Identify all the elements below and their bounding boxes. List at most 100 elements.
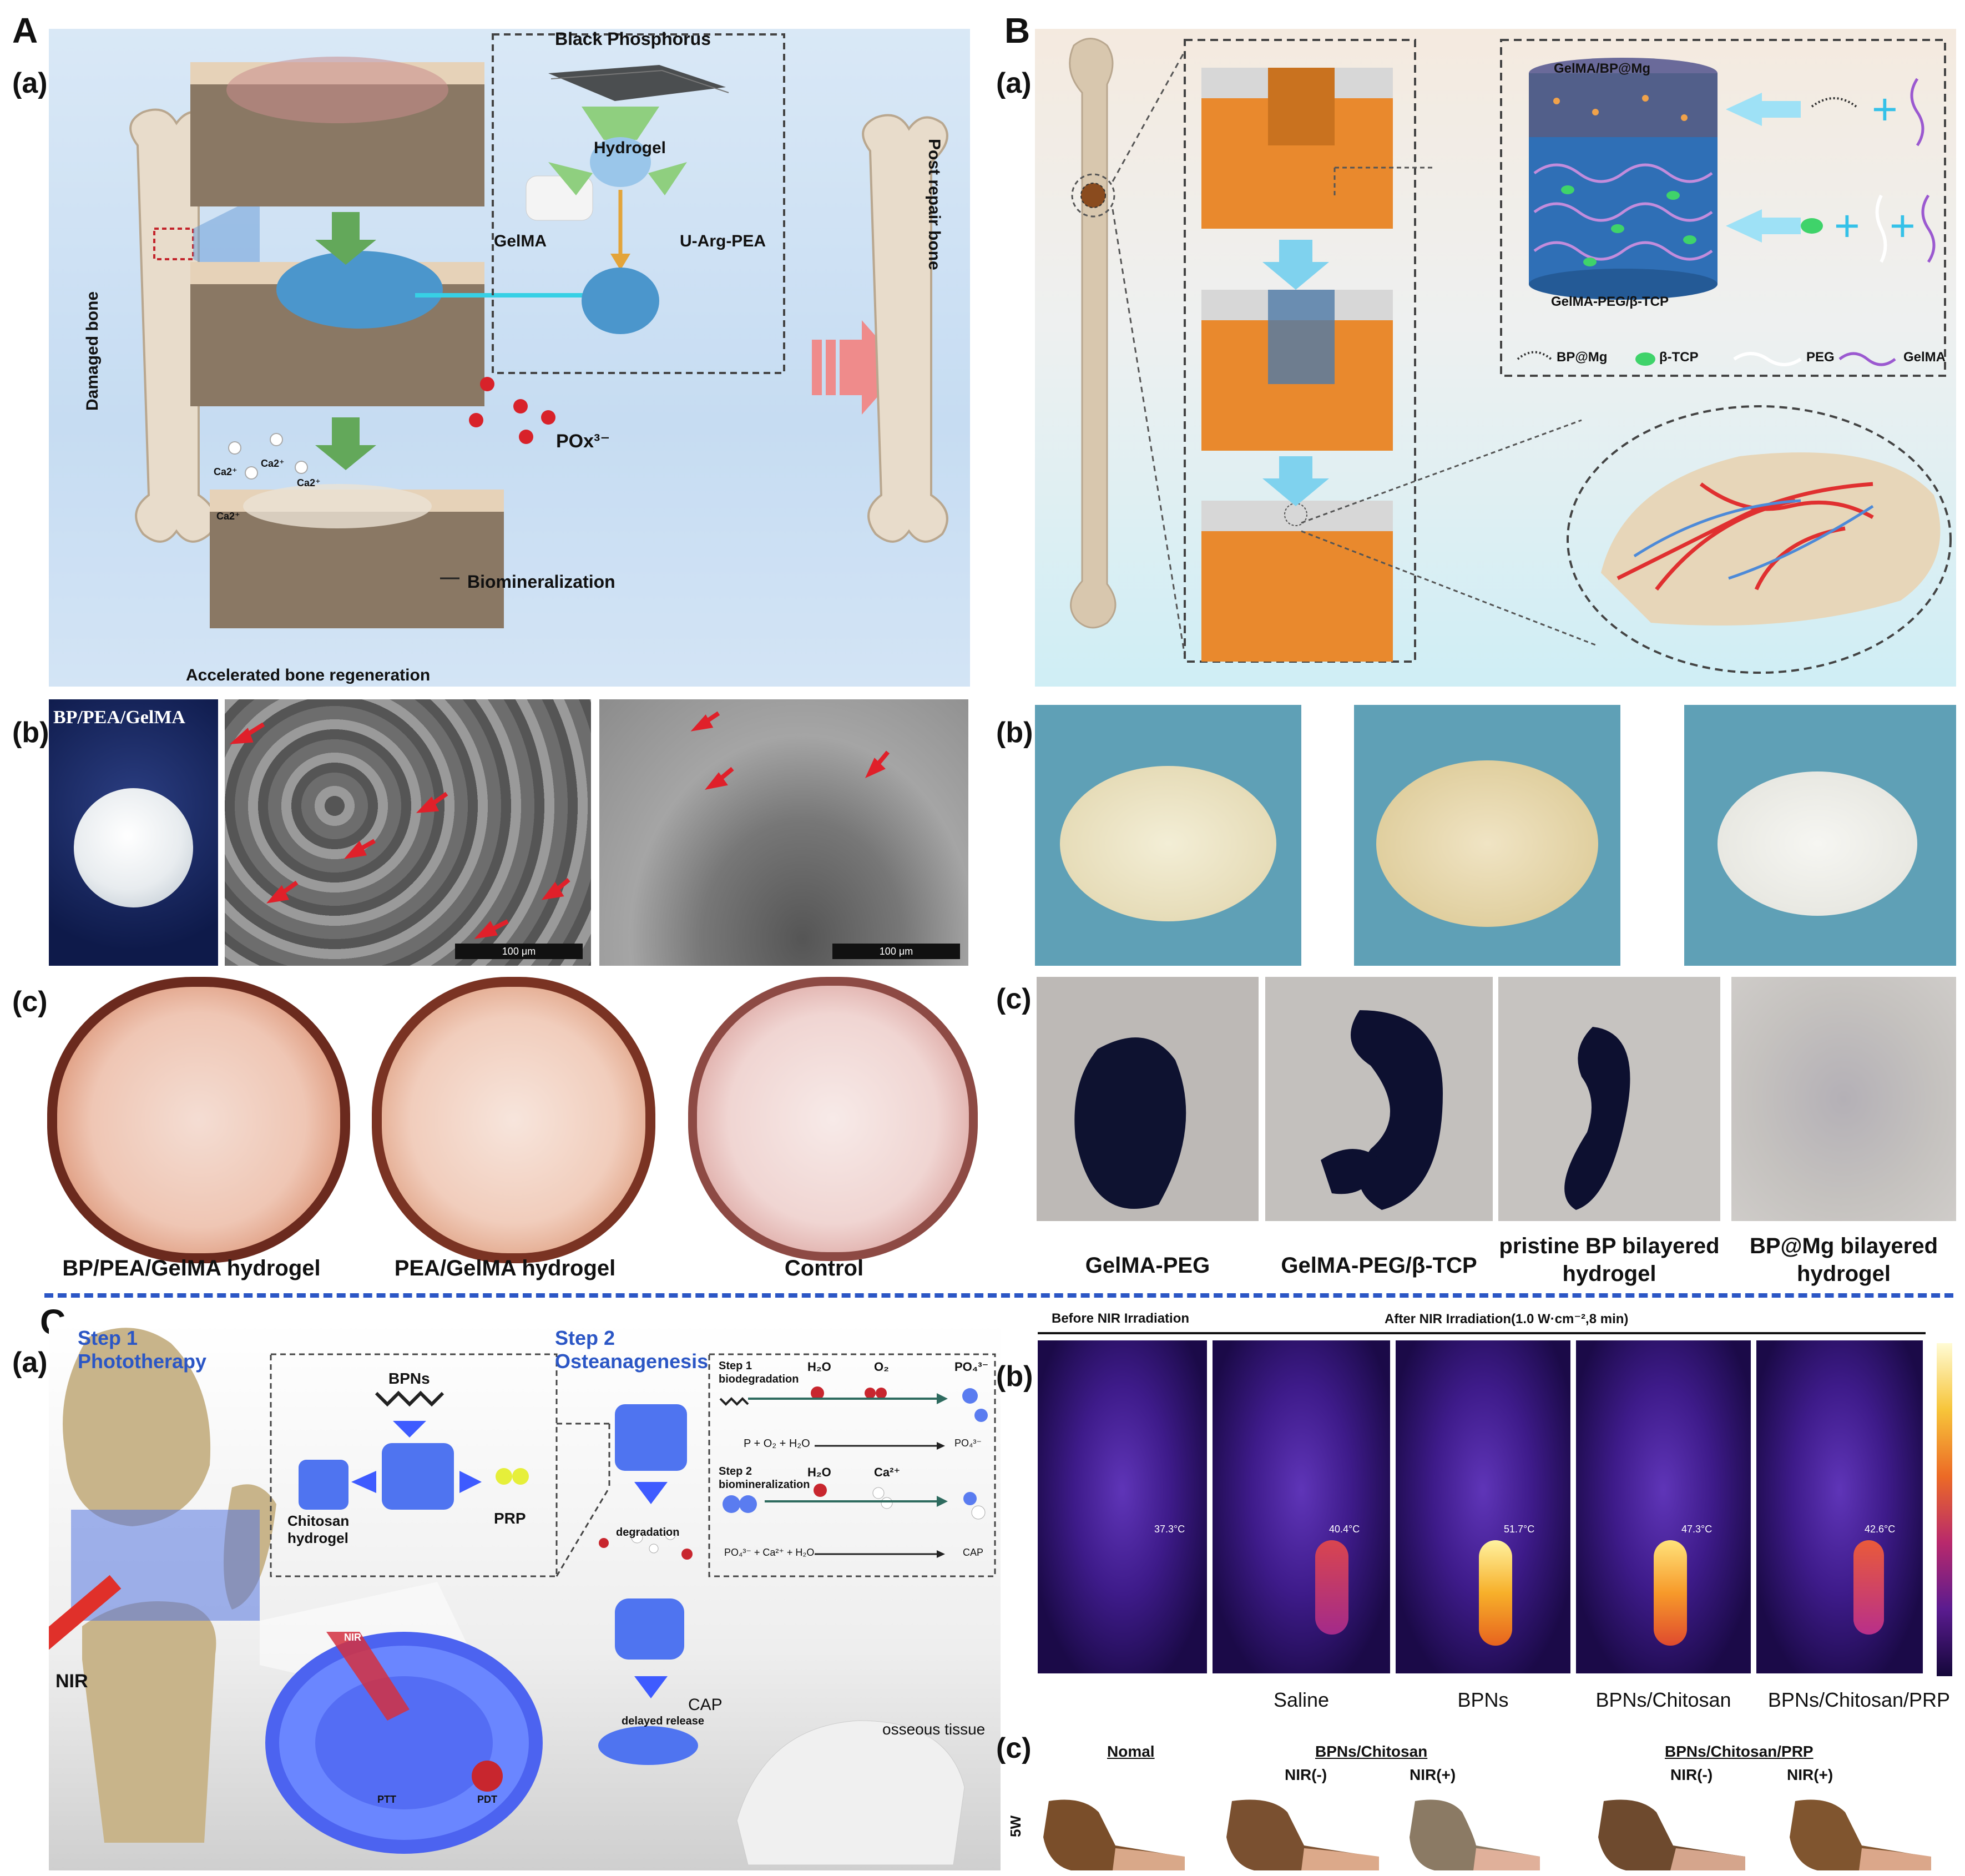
box-h2o-1: H₂O [807, 1360, 831, 1374]
box-eq1-product: PO₄³⁻ [954, 1438, 982, 1449]
section-divider [44, 1293, 1953, 1298]
box-eq2: PO₄³⁻ + Ca²⁺ + H₂O [724, 1547, 815, 1558]
subpanel-c-b-label: (b) [996, 1360, 1033, 1393]
subpanel-b-b-label: (b) [996, 717, 1033, 749]
label-defect-1: GelMA-PEG [1085, 1253, 1210, 1278]
label-thermal-bpns-chitosan-prp: BPNs/Chitosan/PRP [1767, 1688, 1951, 1711]
dish-pea-gelma [372, 977, 655, 1263]
legend-gelma: GelMA [1903, 350, 1946, 365]
label-degradation: degradation [616, 1526, 680, 1539]
label-ca2-4: Ca2⁺ [216, 511, 240, 522]
defect-gelma-peg [1037, 977, 1259, 1221]
box-h2o-2: H₂O [807, 1465, 831, 1479]
label-nir-plus-2: NIR(+) [1787, 1766, 1833, 1783]
label-dish-1: BP/PEA/GelMA hydrogel [62, 1256, 321, 1280]
box-eq1: P + O₂ + H₂O [744, 1438, 810, 1450]
label-hydrogel: Hydrogel [594, 139, 666, 157]
label-osseous-tissue: osseous tissue [882, 1721, 986, 1738]
header-rule [1038, 1332, 1926, 1334]
label-nir-big: NIR [55, 1671, 88, 1692]
red-arrows-sem [229, 711, 890, 939]
label-ca2-1: Ca2⁺ [214, 466, 238, 477]
box-ca2: Ca²⁺ [874, 1465, 901, 1479]
svg-text:+: + [1872, 84, 1898, 134]
defect-pristine-bp [1498, 977, 1720, 1221]
label-prp: PRP [494, 1510, 526, 1527]
panel-c-schematic [49, 1321, 1001, 1870]
label-cap: CAP [688, 1696, 723, 1714]
label-gelma: GelMA [494, 232, 547, 250]
label-gelma-peg-btcp: GelMA-PEG/β-TCP [1551, 294, 1669, 309]
subpanel-a-b-label: (b) [12, 717, 49, 749]
label-nir-minus-2: NIR(-) [1670, 1766, 1713, 1783]
hydrogel-disc [74, 788, 193, 907]
thermal-before [1038, 1340, 1207, 1673]
bone-tissue-blocks [190, 57, 504, 628]
paw-bpns-chitosan-prp-nir-minus [1593, 1796, 1748, 1873]
label-thermal-saline: Saline [1273, 1688, 1330, 1711]
dish-bp-pea-gelma [47, 977, 350, 1263]
panel-b-schematic: + + + [1035, 29, 1956, 687]
panel-a-schematic [49, 29, 970, 687]
damaged-bone-illustration [129, 108, 260, 543]
panel-a-schematic-art [129, 33, 948, 628]
subpanel-b-a-label: (a) [996, 67, 1032, 99]
label-chitosan-hydrogel: Chitosan hydrogel [287, 1512, 350, 1546]
label-accelerated-bone-regeneration: Accelerated bone regeneration [186, 666, 431, 684]
thermal-saline [1213, 1340, 1390, 1673]
temp-bpns-chitosan: 47.3°C [1681, 1524, 1713, 1535]
defect-bp-mg-bilayered [1731, 977, 1956, 1221]
bp-pea-gelma-photo: BP/PEA/GelMA [49, 699, 218, 966]
defect-gelma-peg-btcp [1265, 977, 1493, 1221]
label-5w: 5W [1007, 1816, 1024, 1837]
paw-bpns-chitosan-nir-minus [1221, 1796, 1382, 1873]
label-thermal-bpns: BPNs [1457, 1688, 1509, 1711]
repaired-bone-illustration [862, 114, 948, 543]
photo-gelma-peg [1035, 705, 1301, 966]
subpanel-b-c-label: (c) [996, 983, 1032, 1015]
sem-image-2: 100 μm [599, 699, 968, 966]
label-u-arg-pea: U-Arg-PEA [680, 232, 766, 250]
label-step1: Step 1 [78, 1327, 138, 1349]
bilayered-hydrogel-cylinder [1529, 58, 1718, 300]
temp-before: 37.3°C [1154, 1524, 1185, 1535]
label-post-repair-bone: Post repair bone [925, 139, 943, 270]
femur-illustration [1069, 38, 1117, 629]
scale-bar-2: 100 μm [832, 944, 960, 959]
panel-b-schematic-art: + + + [1069, 38, 1952, 674]
box-step1-sub: biodegradation [719, 1373, 799, 1385]
vascularized-bone [1601, 452, 1941, 626]
subpanel-a-c-label: (c) [12, 986, 48, 1018]
scaffold-blocks [1201, 68, 1393, 662]
box-po4: PO₄³⁻ [954, 1360, 989, 1374]
thermal-bpns-chitosan [1576, 1340, 1751, 1673]
box-step2-sub: biomineralization [719, 1479, 810, 1491]
label-before-nir: Before NIR Irradiation [1052, 1311, 1190, 1326]
label-ptt: PTT [377, 1794, 396, 1805]
label-pox: POx³⁻ [556, 431, 610, 452]
label-phototherapy: Phototherapy [78, 1350, 207, 1373]
label-normal: Nomal [1107, 1743, 1155, 1760]
svg-text:+: + [1834, 201, 1860, 250]
scale-bar-1: 100 μm [455, 944, 583, 959]
paw-bpns-chitosan-nir-plus [1404, 1796, 1543, 1873]
panel-letter-a: A [12, 11, 38, 51]
label-bpns-schematic: BPNs [388, 1370, 430, 1387]
legend-b-tcp: β-TCP [1659, 350, 1699, 365]
box-eq2-product: CAP [963, 1547, 984, 1558]
label-defect-3: pristine BP bilayered hydrogel [1499, 1234, 1720, 1286]
label-thermal-bpns-chitosan: BPNs/Chitosan [1595, 1688, 1731, 1711]
label-ca2-3: Ca2⁺ [297, 477, 321, 488]
label-nir-small: NIR [344, 1632, 361, 1643]
label-dish-3: Control [784, 1256, 864, 1280]
panel-c-schematic-art [49, 1328, 996, 1865]
paw-bpns-chitosan-prp-nir-plus [1784, 1796, 1934, 1873]
label-nir-plus-1: NIR(+) [1410, 1766, 1456, 1783]
label-defect-2: GelMA-PEG/β-TCP [1281, 1253, 1477, 1278]
panel-letter-b: B [1004, 11, 1031, 51]
label-pdt: PDT [477, 1794, 497, 1805]
dish-control [688, 977, 978, 1261]
label-ca2-2: Ca2⁺ [261, 458, 285, 469]
legend-bp-mg: BP@Mg [1557, 350, 1608, 365]
thermal-bpns [1396, 1340, 1570, 1673]
